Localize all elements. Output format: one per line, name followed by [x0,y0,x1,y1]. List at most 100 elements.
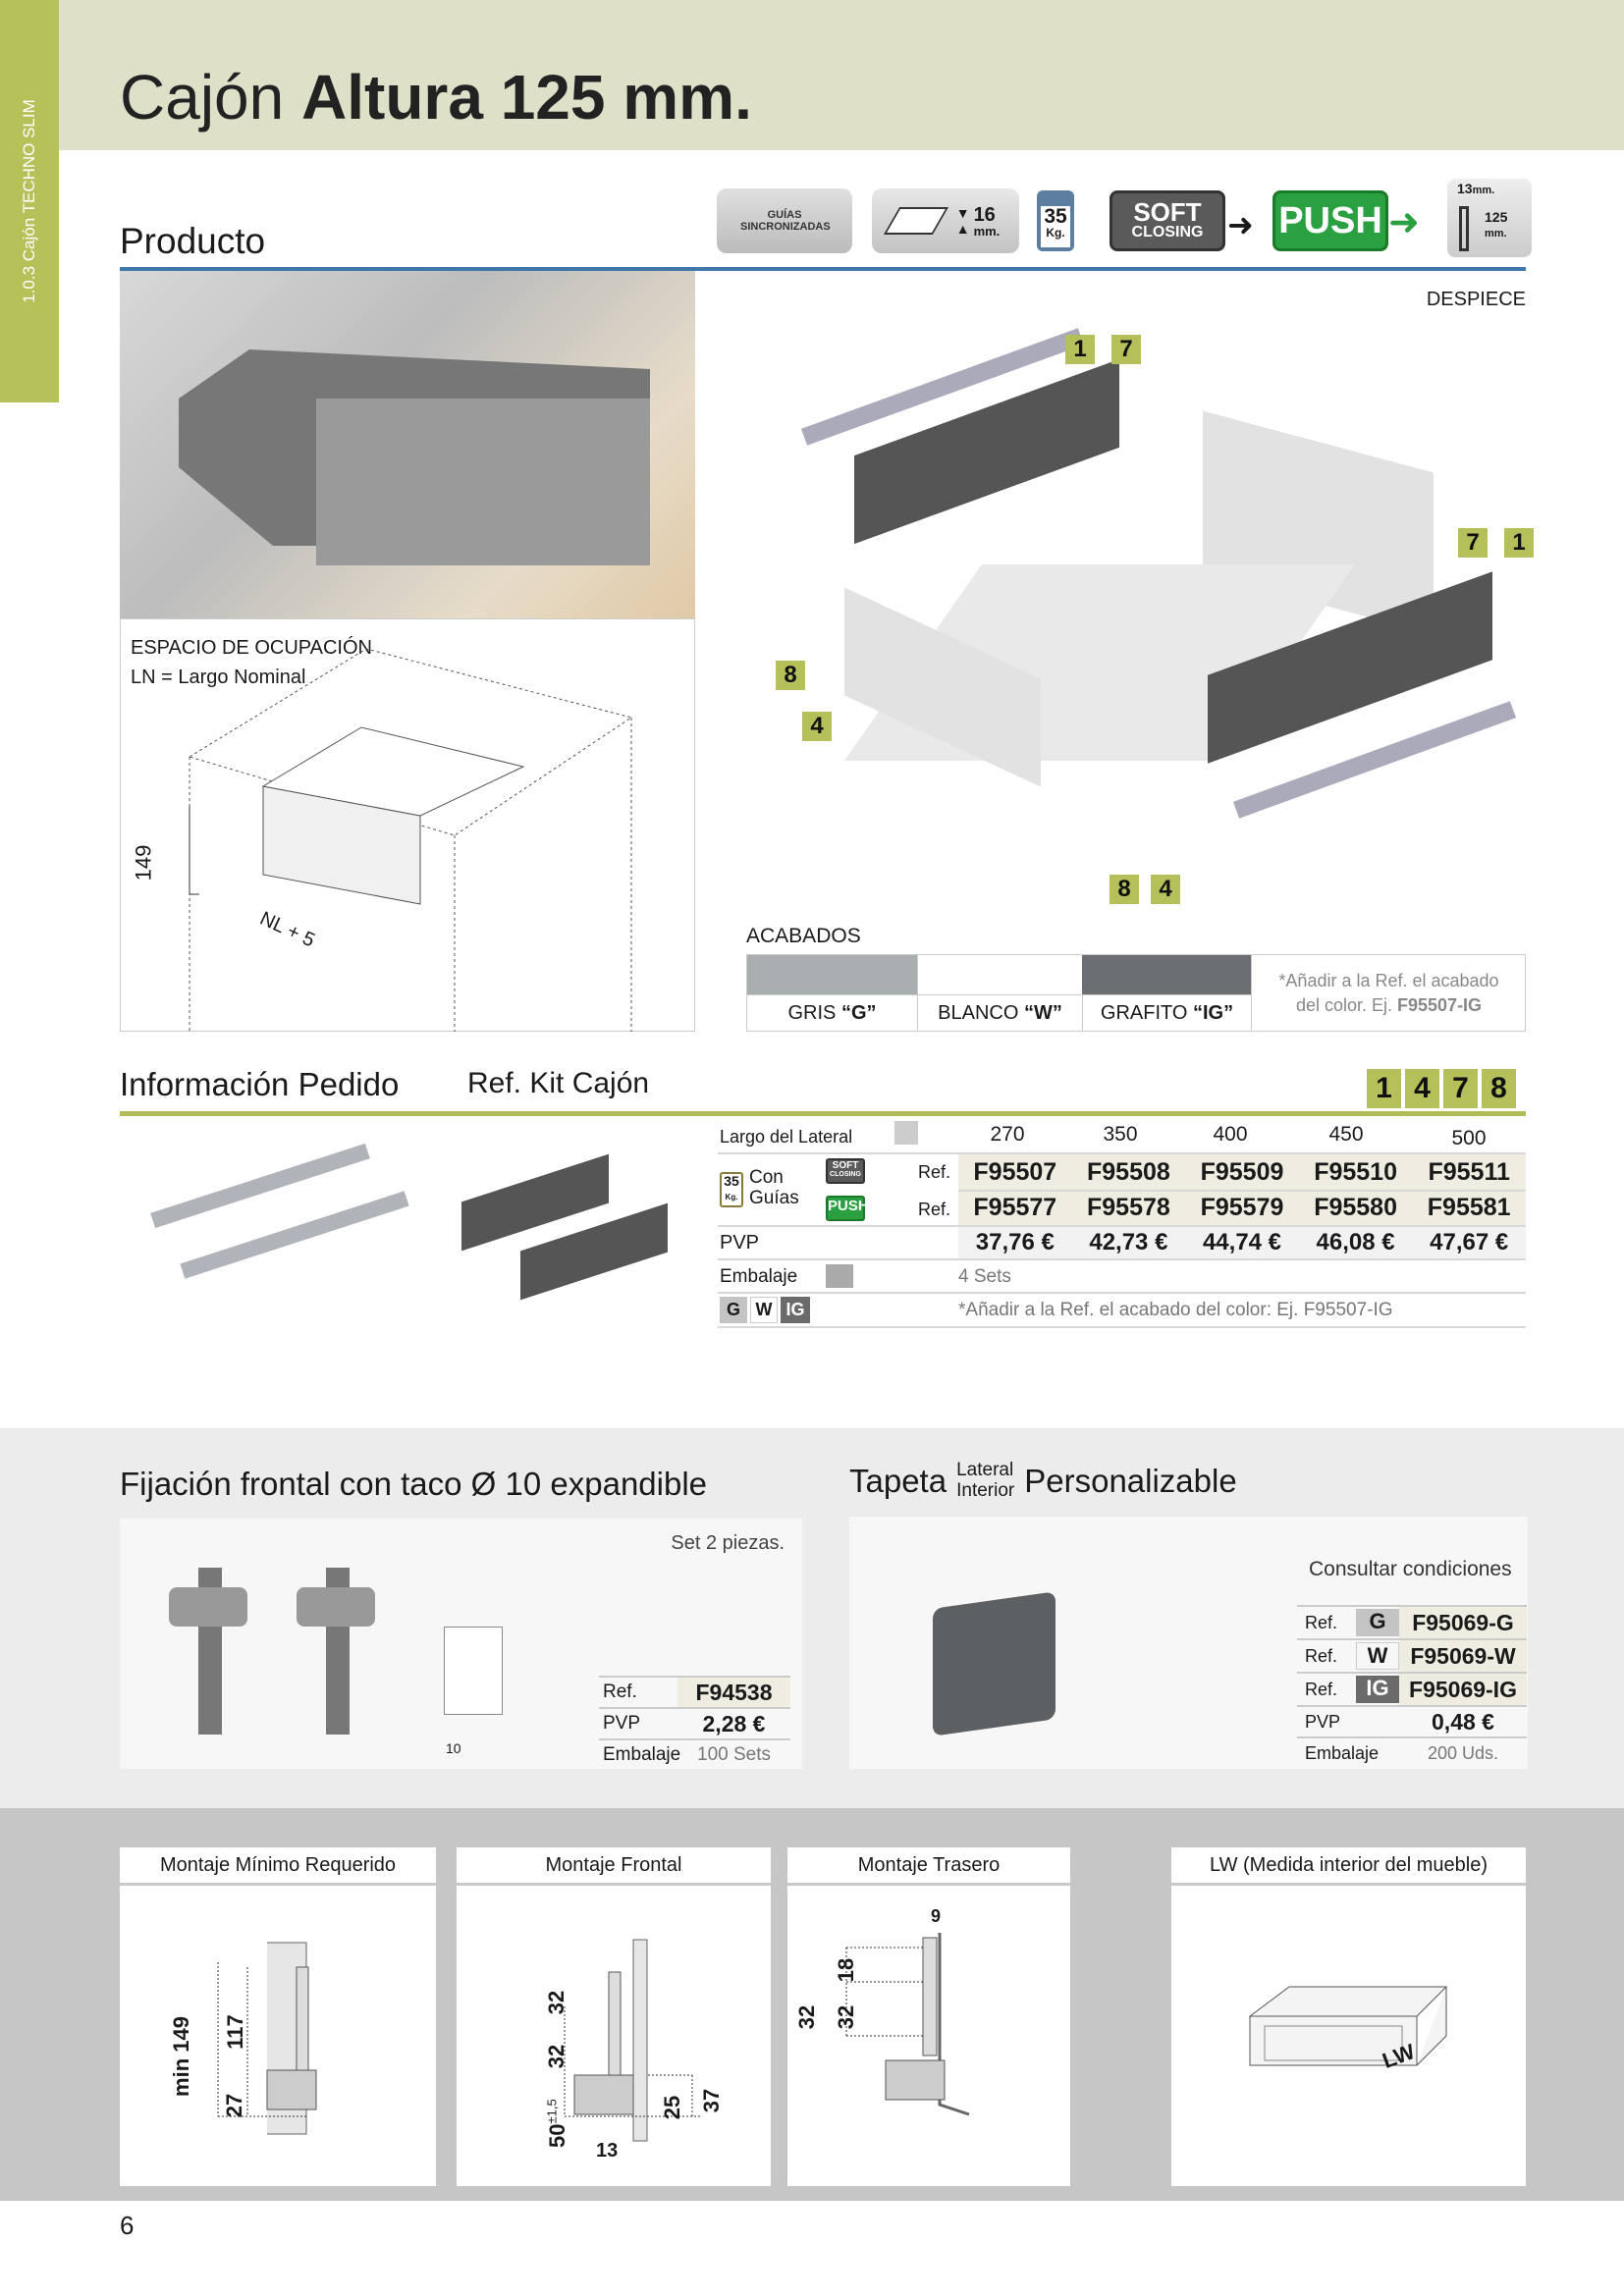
kit-part: 4 [1405,1069,1439,1108]
page-number: 6 [120,2211,135,2240]
fixing-bracket-image [297,1568,385,1735]
panel-lw: LW (Medida interior del mueble) LW [1171,1847,1526,2186]
part-number: 8 [776,661,805,690]
finish-row: G W IG *Añadir a la Ref. el acabado del … [718,1294,1526,1328]
arrows-icon: ▼▲ [955,205,970,237]
divider [120,267,1526,271]
acabados-table: GRIS “G” BLANCO “W” GRAFITO “IG” *Añadir… [746,954,1526,1032]
arrow-icon: ➜ [1227,207,1254,242]
price-cell: 37,76 € [975,1229,1055,1255]
dim-25: 25 [660,2095,685,2120]
kit-part: 1 [1367,1069,1401,1108]
dim-32: 32 [544,1990,569,2015]
ref-cell: F95580 [1314,1193,1397,1221]
finish-label: BLANCO “W” [917,994,1082,1032]
finish-badge-w: W [750,1297,778,1323]
swatch-grafito [1082,955,1251,994]
arrow-green-icon: ➜ [1388,202,1420,243]
price-cell: 44,74 € [1202,1229,1282,1255]
synchronized-guides-icon: GUÍAS SINCRONIZADAS [717,188,852,253]
pedido-subheading: Ref. Kit Cajón [467,1067,650,1099]
panel-montaje-trasero: Montaje Trasero 9 18 32 32 [787,1847,1070,2186]
fixing-bracket-image [169,1568,257,1735]
divider [120,1111,1526,1116]
finish-badge-g: G [720,1297,747,1323]
pedido-heading: Información Pedido [120,1066,400,1102]
price-cell: 47,67 € [1430,1229,1509,1255]
header-band [0,0,1624,150]
dim-32: 32 [834,2004,859,2030]
dim-117: 117 [222,2014,247,2050]
kit-image [147,1139,677,1301]
dim-27: 27 [222,2093,247,2118]
ref-cell: F95577 [973,1193,1057,1221]
ref-cell: F95507 [973,1157,1057,1186]
part-number: 7 [1458,528,1488,558]
fijacion-heading: Fijación frontal con taco Ø 10 expandibl… [120,1466,708,1502]
part-number: 1 [1504,528,1534,558]
part-number: 4 [802,712,832,741]
push-icon: PUSH [1272,190,1388,251]
panel-montaje-minimo: Montaje Mínimo Requerido min 149 117 27 [120,1847,436,2186]
part-number: 8 [1110,875,1139,904]
kit-part: 7 [1443,1069,1478,1108]
finish-badge-ig: IG [781,1297,810,1323]
ref-cell: F95581 [1427,1193,1511,1221]
dim-32: 32 [544,2044,569,2069]
swatch-gris [747,955,917,994]
dim-37: 37 [699,2088,725,2113]
cover-plate-image [933,1591,1056,1736]
price-cell: 46,08 € [1316,1229,1395,1255]
acabados-title: ACABADOS [746,925,861,947]
dim-height: 149 [131,844,156,881]
finish-label: GRIS “G” [747,994,917,1032]
section-tab: 1.0.3 Cajón TECHNO SLIM [0,0,59,402]
dim-min-149: min 149 [168,2016,193,2097]
dim-50: 50±1,5 [544,2099,570,2149]
producto-heading: Producto [120,221,266,261]
finish-label: GRAFITO “IG” [1082,994,1251,1032]
product-photo [120,271,695,618]
swatch-blanco [917,955,1082,994]
embalaje-row: Embalaje 4 Sets [718,1260,1526,1294]
exploded-diagram: 1 7 7 1 8 4 8 4 [746,328,1534,908]
box-icon [826,1264,853,1288]
despiece-label: DESPIECE [1426,289,1526,310]
price-cell: 42,73 € [1089,1229,1168,1255]
kit-part: 8 [1482,1069,1516,1108]
ref-label: Ref. [918,1162,951,1182]
pvp-row: PVP 37,76 €42,73 €44,74 €46,08 €47,67 € [718,1227,1526,1260]
page-title: Cajón Altura 125 mm. [120,62,752,133]
ref-cell: F95511 [1428,1157,1510,1186]
part-number: 1 [1065,335,1095,364]
ref-label: Ref. [918,1200,951,1219]
length-icon [894,1121,918,1145]
ref-cell: F95578 [1086,1193,1170,1221]
dim-18: 18 [834,1957,859,1983]
ref-cell: F95510 [1314,1157,1397,1186]
fixing-drawing [444,1627,503,1715]
ref-cell: F95579 [1200,1193,1284,1221]
dim-32: 32 [794,2004,820,2030]
ref-cell: F95509 [1200,1157,1284,1186]
push-icon: PUSH [826,1196,869,1221]
dim-13: 13 [596,2140,619,2162]
panel-montaje-frontal: Montaje Frontal 32 32 50±1,5 25 37 13 [457,1847,771,2186]
